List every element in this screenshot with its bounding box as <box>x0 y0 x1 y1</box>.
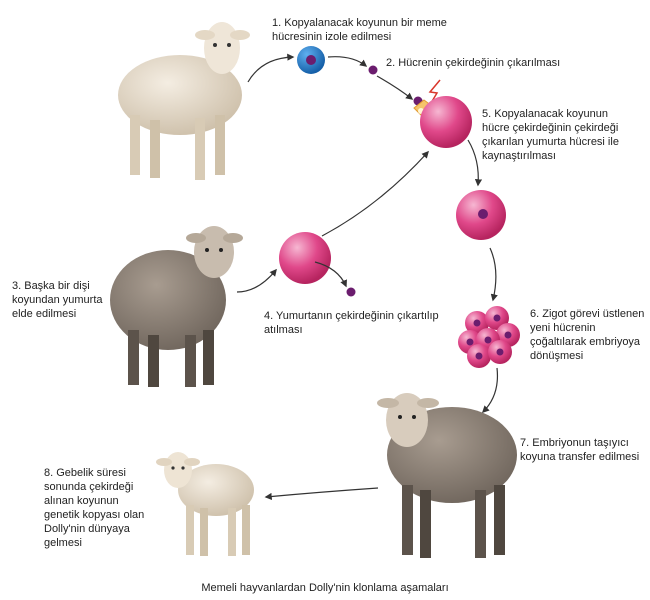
arrow-cell-to-nucleus <box>327 56 368 67</box>
step-4-label: 4. Yumurtanın çekirdeğinin çıkartılıp at… <box>264 310 439 336</box>
step-5-label: 5. Kopyalanacak koyunun hücre çekirdeğin… <box>482 108 619 162</box>
extracted-nucleus <box>368 65 378 75</box>
egg-donor-sheep-dark <box>110 226 243 387</box>
embryo-cluster <box>458 306 520 368</box>
arrow-embryo-to-surrogate <box>481 367 499 414</box>
step-3-label: 3. Başka bir dişi koyundan yumurta elde … <box>12 280 103 320</box>
donor-sheep-white <box>118 22 250 180</box>
zygote-cell <box>456 190 506 240</box>
arrow-egg-to-discard <box>314 261 347 288</box>
arrow-sheep-to-egg <box>236 268 277 293</box>
arrow-egg-to-fusion <box>321 150 429 237</box>
dolly-lamb <box>156 452 254 556</box>
step-8-label: 8. Gebelik süresi sonunda çekirdeği alın… <box>44 467 145 549</box>
step-2-label: 2. Hücrenin çekirdeğinin çıkarılması <box>386 57 561 69</box>
discarded-nucleus <box>346 287 356 297</box>
mammary-cell <box>297 46 325 74</box>
arrow-sheep-to-cell <box>247 53 295 83</box>
arrow-fusion-to-zygote <box>467 139 483 187</box>
step-6-label: 6. Zigot görevi üstlenen yeni hücrenin ç… <box>530 308 645 362</box>
arrow-nucleus-to-fusion <box>376 75 414 100</box>
figure-caption: Memeli hayvanlardan Dolly'nin klonlama a… <box>201 582 449 594</box>
step-7-label: 7. Embriyonun taşıyıcı koyuna transfer e… <box>520 437 640 463</box>
arrow-surrogate-to-dolly <box>264 487 379 501</box>
arrow-zygote-to-embryo <box>489 247 498 302</box>
arrows <box>236 53 499 501</box>
fused-egg-cell <box>420 96 472 148</box>
step-1-label: 1. Kopyalanacak koyunun bir meme hücresi… <box>272 17 447 43</box>
donor-egg-cell <box>279 232 331 284</box>
surrogate-sheep <box>377 393 517 558</box>
